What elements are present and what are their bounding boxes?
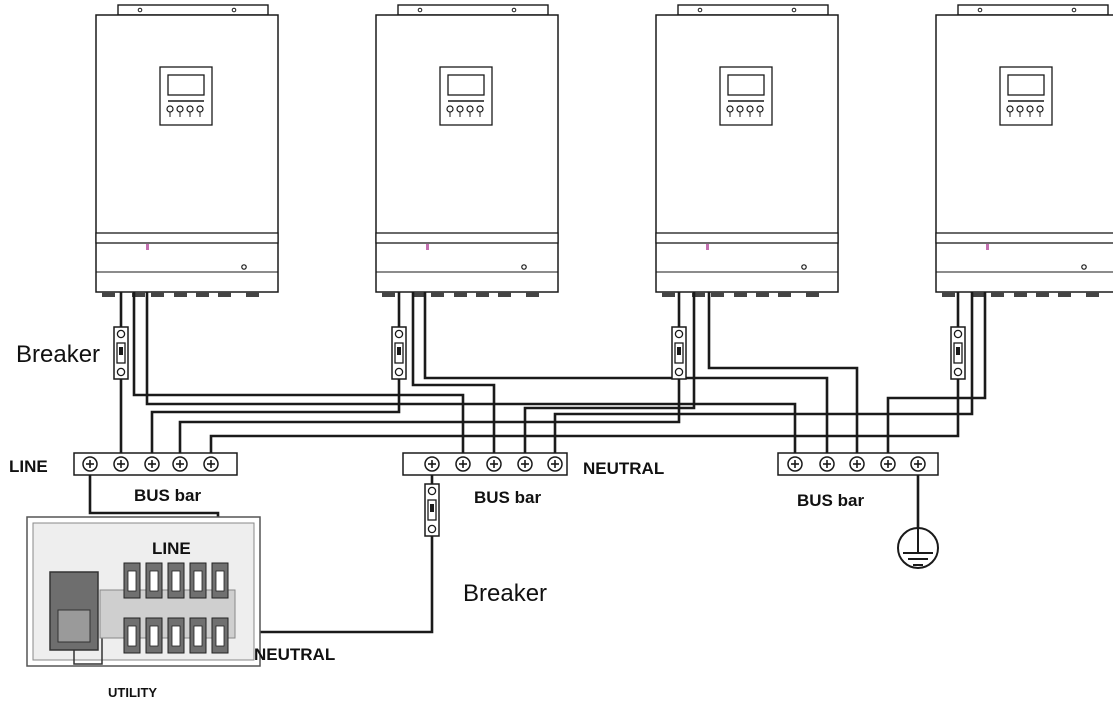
breaker-icon [950,326,966,380]
bottom-connectors [942,292,1099,297]
terminal-screw-icon [547,456,563,472]
terminal-screw-icon [880,456,896,472]
status-indicator-icon [146,244,149,250]
bus-bar-label-1: BUS bar [134,486,201,505]
breaker-icon [391,326,407,380]
terminal-screw-icon [203,456,219,472]
ground-bus-bar [777,452,939,476]
lcd-display-icon [167,74,205,96]
wire-inv2-neutral [411,292,496,456]
terminal-screw-icon [424,456,440,472]
terminal-screw-icon [82,456,98,472]
lcd-display-icon [447,74,485,96]
terminal-screw-icon [910,456,926,472]
bus-bar-label-3: BUS bar [797,491,864,510]
wire-inv1-neutral [132,292,465,456]
control-panel [159,66,213,126]
panel-line-label: LINE [152,539,191,558]
terminal-screw-icon [144,456,160,472]
terminal-screw-icon [455,456,471,472]
wire-inv3-neutral [523,292,696,456]
wire-inv4-line [209,292,960,456]
breaker-icon [424,483,440,537]
control-panel [719,66,773,126]
breaker-label-top: Breaker [16,341,100,368]
control-panel [439,66,493,126]
lcd-display-icon [727,74,765,96]
terminal-screw-icon [787,456,803,472]
wire-inv4-ground [886,292,987,456]
panel-neutral-label: NEUTRAL [254,645,335,664]
inverter-2 [375,4,559,297]
line-bus-bar [73,452,238,476]
wire-inv2-ground [423,292,829,456]
inverter-1 [95,4,279,297]
wire-inv2-line [150,292,401,456]
utility-label: UTILITY [108,685,157,700]
status-indicator-icon [706,244,709,250]
inverter-4 [935,4,1113,297]
breaker-icon [671,326,687,380]
bus-bar-group [73,452,939,476]
terminal-screw-icon [172,456,188,472]
wire-inv4-neutral [553,292,974,456]
breaker-label-bottom: Breaker [463,580,547,607]
ground-icon [897,527,939,569]
lcd-display-icon [1007,74,1045,96]
panel-terminals [123,562,229,654]
breaker-icon [113,326,129,380]
wire-inv3-ground [707,292,859,456]
control-panel [999,66,1053,126]
bottom-connectors [382,292,539,297]
terminal-screw-icon [486,456,502,472]
neutral-bus-bar [402,452,568,476]
status-indicator-icon [426,244,429,250]
terminal-screw-icon [113,456,129,472]
wire-group [88,292,987,634]
wire-utility-neutral-lower [226,536,434,634]
wire-inv3-line [178,292,681,456]
terminal-screw-icon [849,456,865,472]
inverter-3 [655,4,839,297]
bus-bar-label-2: BUS bar [474,488,541,507]
utility-panel [26,516,261,667]
terminal-screw-icon [819,456,835,472]
bottom-connectors [102,292,259,297]
terminal-screw-icon [517,456,533,472]
status-indicator-icon [986,244,989,250]
breaker-group [113,326,966,537]
neutral-bus-label: NEUTRAL [583,459,664,478]
inverter-group [95,4,1113,297]
line-bus-label: LINE [9,457,48,476]
wire-inv1-ground [145,292,797,456]
bottom-connectors [662,292,819,297]
